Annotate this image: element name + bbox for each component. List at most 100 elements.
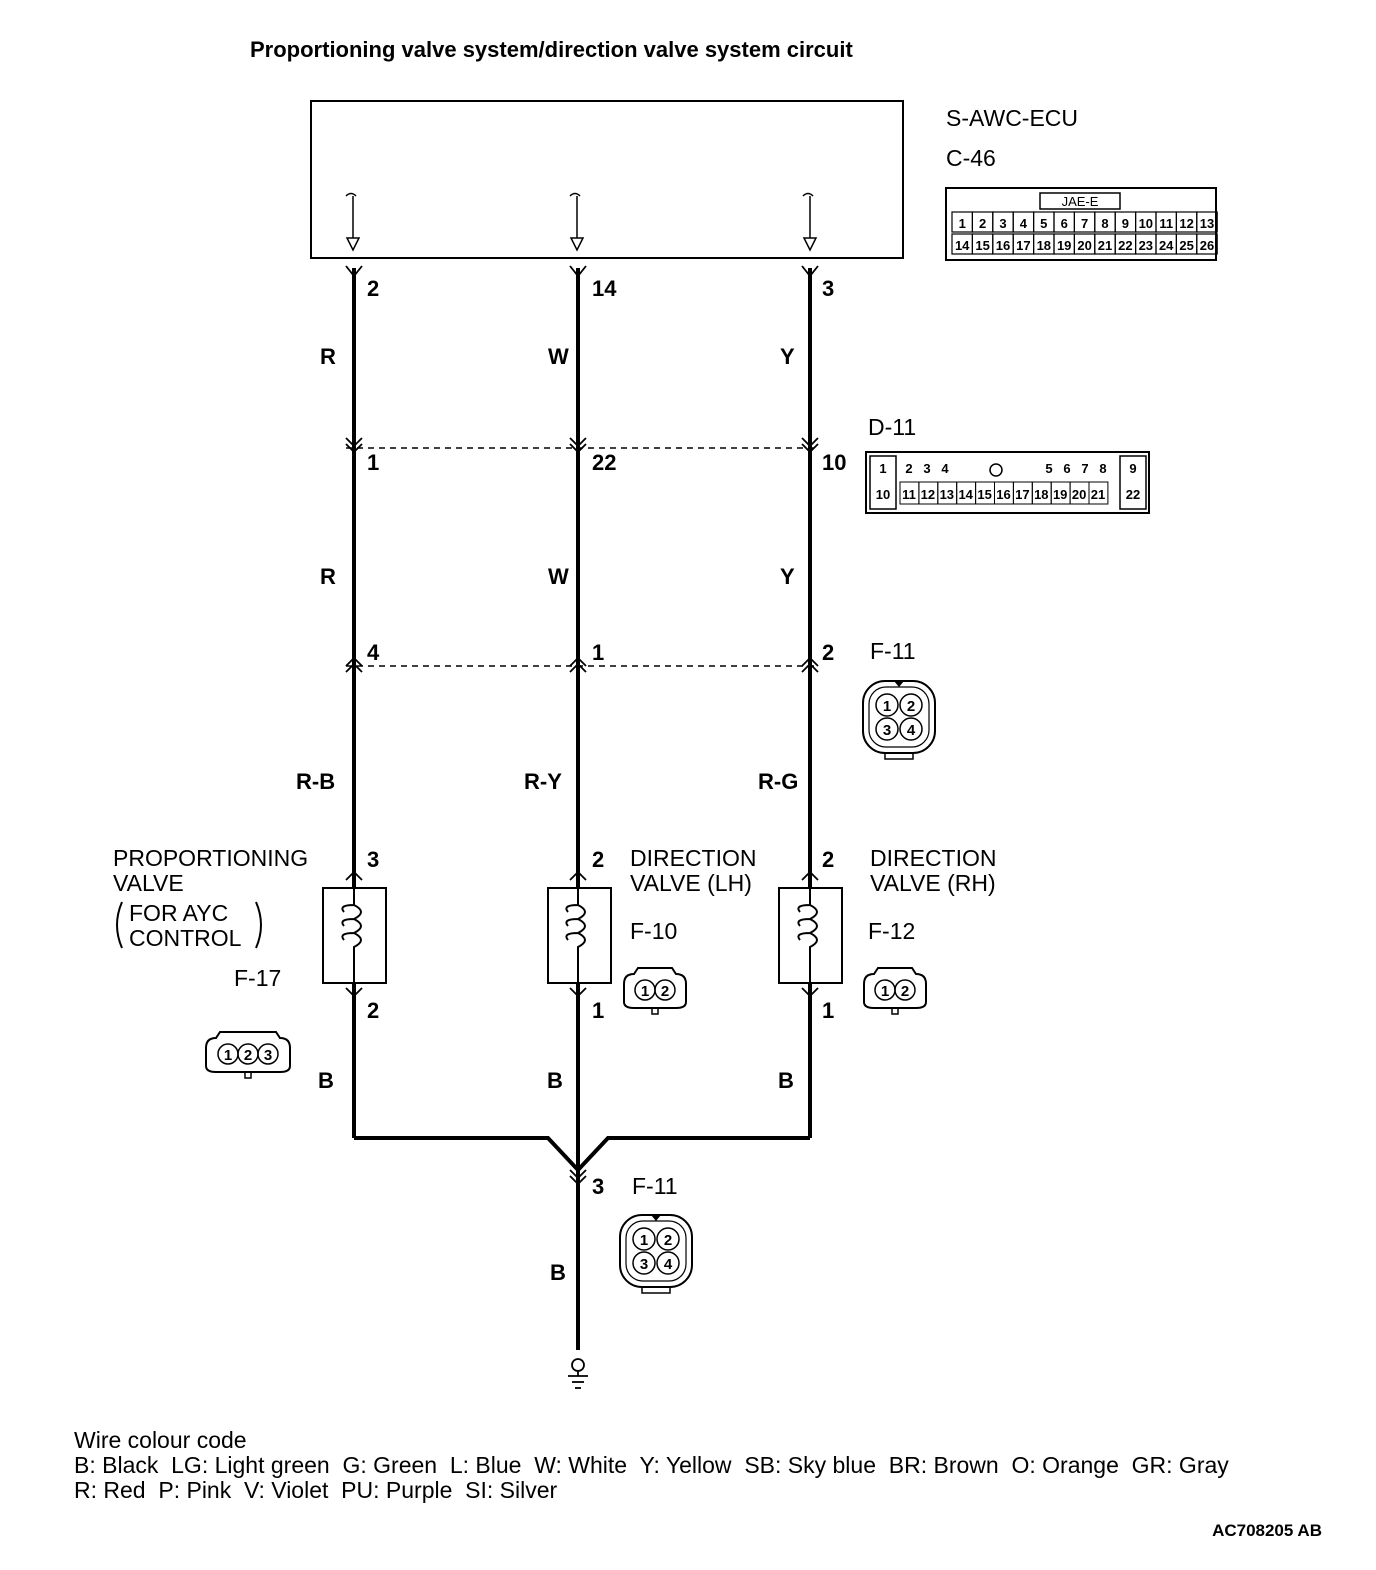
ecu-pin-label: 2 (367, 276, 379, 301)
d11-pin-number: 5 (1045, 461, 1052, 476)
wire-color-label: R-B (296, 769, 335, 794)
c46-pin-number: 17 (1016, 238, 1030, 253)
connector-latch (891, 1007, 899, 1015)
d11-pin-number: 12 (921, 487, 935, 502)
d11-pin-number: 17 (1015, 487, 1029, 502)
valve-in-pin-label: 3 (367, 847, 379, 872)
d11-pin-number: 18 (1034, 487, 1048, 502)
connector-pin-circle (632, 1227, 656, 1251)
rh-valve-label-2: VALVE (RH) (870, 870, 996, 896)
direction-valve-rh-box (778, 870, 843, 998)
ecu-pin-chevrons (345, 265, 819, 278)
connector-pin-circle (875, 717, 899, 741)
connector-pin-circle (894, 979, 916, 1001)
figure-reference: AC708205 AB (1212, 1521, 1322, 1540)
f11-pin-label: 4 (367, 640, 380, 665)
ecu-connector-name: C-46 (946, 145, 996, 171)
d11-pin-number: 13 (940, 487, 954, 502)
c46-pin-number: 19 (1057, 238, 1071, 253)
c46-pin-number: 18 (1037, 238, 1051, 253)
c46-pin-number: 22 (1118, 238, 1132, 253)
d11-pin-number: 22 (1126, 487, 1140, 502)
c46-pin-cell (1196, 211, 1218, 233)
c46-pin-number: 8 (1101, 216, 1108, 231)
c46-pin-number: 26 (1200, 238, 1214, 253)
c46-pin-number: 12 (1179, 216, 1193, 231)
connector-pin-number: 1 (640, 1232, 648, 1249)
connector-inner (868, 686, 930, 748)
ecu-box (310, 100, 904, 259)
connector-pin-number: 1 (881, 983, 889, 1000)
d11-pin-number: 16 (996, 487, 1010, 502)
d11-pin-number: 9 (1129, 461, 1136, 476)
f11-pin-label: 1 (592, 640, 604, 665)
wire-color-label: W (548, 344, 569, 369)
connector-pin-circle (899, 693, 923, 717)
wire-color-label: R (320, 344, 336, 369)
wire-color-label: Y (780, 344, 795, 369)
diagram-title: Proportioning valve system/direction val… (250, 37, 853, 62)
connector-latch (244, 1071, 252, 1079)
c46-pin-number: 6 (1061, 216, 1068, 231)
legend-line-2: R: Red P: Pink V: Violet PU: Purple SI: … (74, 1477, 558, 1503)
c46-pin-number: 20 (1077, 238, 1091, 253)
prop-valve-label-4: CONTROL (129, 925, 242, 951)
wire-color-label: B (550, 1260, 566, 1285)
connector-body (205, 1031, 291, 1073)
f12-name: F-12 (868, 918, 915, 944)
connector-pin-circle (875, 693, 899, 717)
direction-valve-lh-box (547, 870, 612, 998)
c46-pin-number: 5 (1040, 216, 1047, 231)
d11-pin-cell (1088, 481, 1109, 505)
ground-pin-label: 3 (592, 1174, 604, 1199)
c46-pin-number: 16 (996, 238, 1010, 253)
d11-pin-number: 6 (1063, 461, 1070, 476)
d11-pin-label: 22 (592, 450, 616, 475)
connector-pin-circle (257, 1043, 279, 1065)
wire-color-label: W (548, 564, 569, 589)
d11-pin-number: 21 (1091, 487, 1105, 502)
d11-pin-number: 1 (879, 461, 886, 476)
connector-pin-number: 2 (661, 983, 669, 1000)
paren-right (255, 901, 262, 949)
d11-pin-label: 1 (367, 450, 379, 475)
connector-pin-number: 4 (664, 1256, 673, 1273)
connector-pin-number: 3 (883, 722, 891, 739)
d11-chevrons (345, 437, 819, 454)
valve-out-pin-label: 2 (367, 998, 379, 1023)
prop-valve-label-3: FOR AYC (129, 900, 228, 926)
c46-pin-number: 4 (1020, 216, 1028, 231)
connector-body (623, 967, 687, 1009)
c46-pin-cell (1196, 233, 1218, 255)
legend-line-1: B: Black LG: Light green G: Green L: Blu… (74, 1452, 1229, 1478)
connector-latch (884, 752, 914, 760)
d11-pin-number: 15 (977, 487, 991, 502)
c46-pin-number: 25 (1179, 238, 1193, 253)
connector-pin-circle (656, 1227, 680, 1251)
prop-valve-label-2: VALVE (113, 870, 184, 896)
valve-out-pin-label: 1 (592, 998, 604, 1023)
connector-latch (641, 1286, 671, 1294)
d11-name: D-11 (868, 414, 916, 440)
connector-pin-number: 4 (907, 722, 916, 739)
d11-pin-label: 10 (822, 450, 846, 475)
ground-icon (568, 1358, 588, 1389)
connector-pin-number: 1 (224, 1047, 232, 1064)
connector-pin-number: 2 (664, 1232, 672, 1249)
c46-pin-number: 15 (975, 238, 989, 253)
connector-pin-number: 3 (640, 1256, 648, 1273)
proportioning-valve-box (322, 870, 387, 998)
connector-body (863, 967, 927, 1009)
c46-pin-number: 24 (1159, 238, 1174, 253)
wire-harness (352, 268, 812, 1350)
c46-pin-number: 2 (979, 216, 986, 231)
wire-color-label: R-Y (524, 769, 562, 794)
c46-pin-number: 14 (955, 238, 970, 253)
c46-pin-number: 21 (1098, 238, 1112, 253)
